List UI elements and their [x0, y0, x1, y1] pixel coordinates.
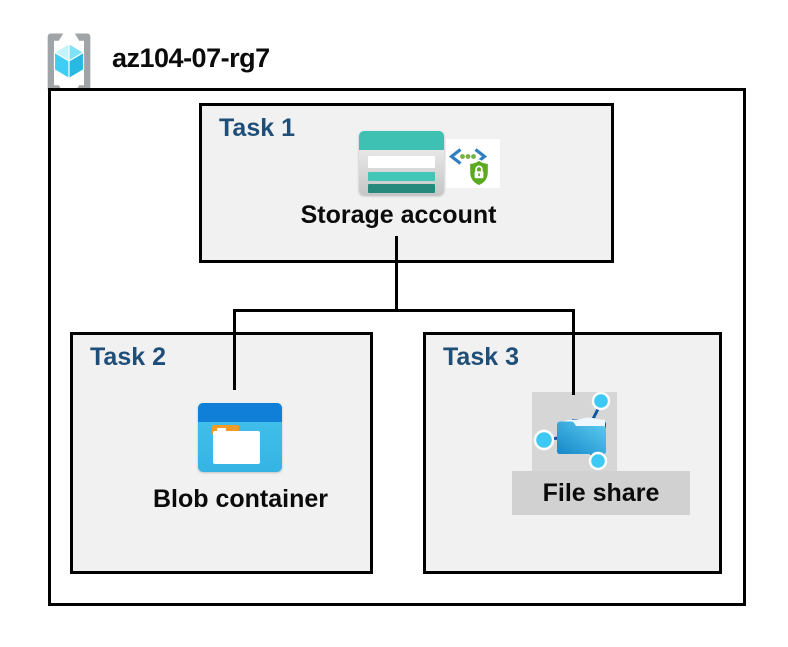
connector-to-fileshare: [572, 309, 575, 395]
blob-folder-body: [213, 431, 260, 464]
connector-horizontal: [233, 309, 575, 312]
resource-group-name: az104-07-rg7: [112, 43, 270, 73]
file-share-icon: [533, 392, 611, 471]
connector-storage-stem: [395, 236, 398, 312]
file-share-caption: File share: [512, 471, 690, 515]
resource-group-icon: [47, 33, 91, 93]
storage-account-icon: [359, 131, 444, 195]
task3-label: Task 3: [443, 343, 519, 371]
blob-container-icon: [198, 403, 282, 472]
resource-group-header: az104-07-rg7: [38, 30, 270, 96]
blob-icon-top-band: [198, 403, 282, 422]
task1-box: Task 1 Storage account: [199, 103, 614, 263]
task2-box: Task 2 Blob container: [70, 332, 373, 574]
blob-container-caption: Blob container: [152, 485, 328, 513]
storage-icon-stripe-white: [368, 156, 435, 168]
blob-folder-tab-dash: [217, 428, 226, 431]
sas-shield-icon: [446, 139, 500, 188]
storage-icon-top-band: [359, 131, 444, 150]
task1-label: Task 1: [219, 114, 295, 142]
task3-box: Task 3: [423, 332, 722, 574]
connector-to-blob: [233, 309, 236, 390]
storage-icon-stripe-teal: [368, 172, 435, 181]
task2-label: Task 2: [90, 343, 166, 371]
storage-icon-stripe-dark: [368, 184, 435, 193]
file-share-icon-highlight: [532, 392, 617, 471]
storage-account-caption: Storage account: [300, 201, 497, 229]
